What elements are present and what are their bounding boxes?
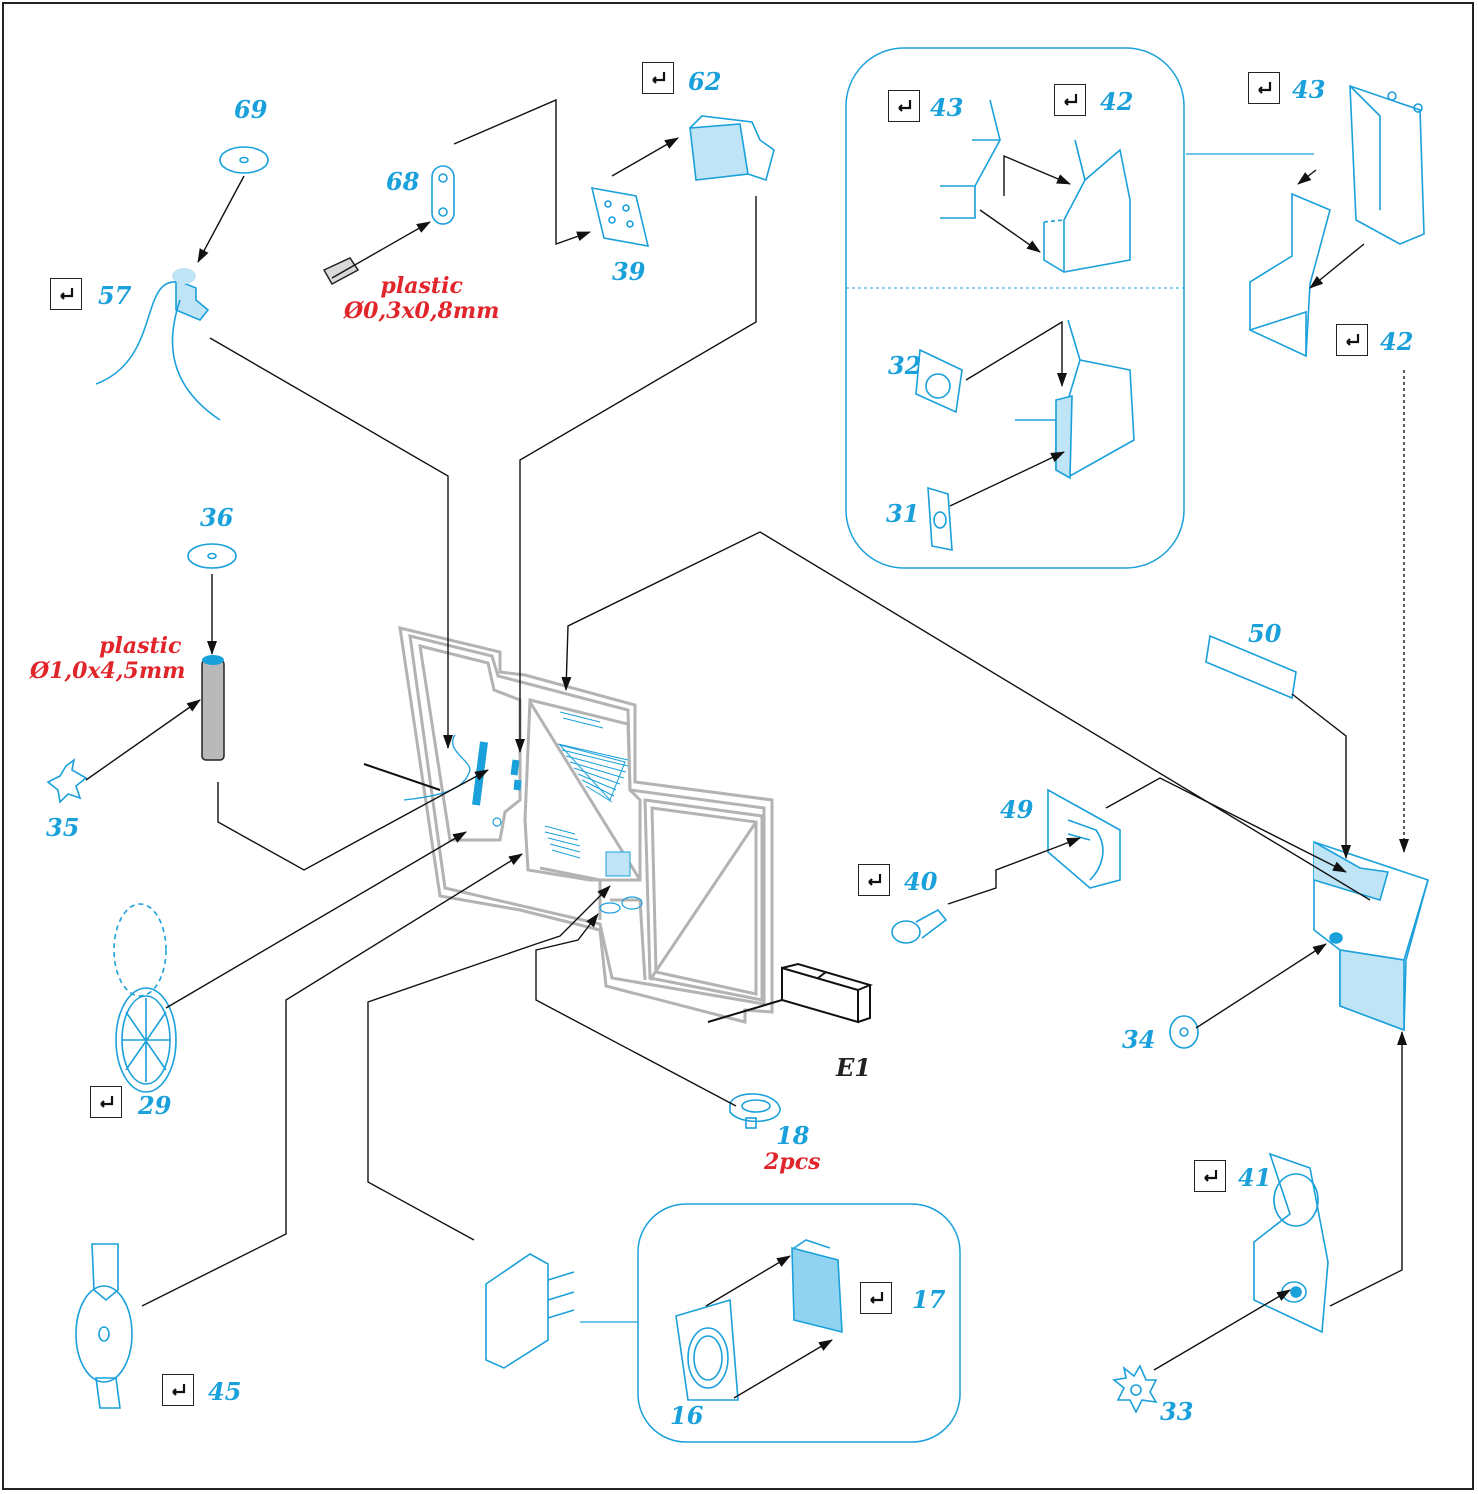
plastic-note-top-size: Ø0,3x0,8mm bbox=[344, 298, 500, 325]
bend-icon bbox=[90, 1086, 122, 1118]
part-label-18: 18 bbox=[776, 1121, 810, 1150]
part-label-69: 69 bbox=[234, 95, 268, 124]
plastic-note-left-material: plastic bbox=[99, 633, 182, 659]
part-label-49: 49 bbox=[1000, 795, 1034, 824]
part-label-43: 43 bbox=[1292, 75, 1326, 104]
part-label-62: 62 bbox=[688, 67, 722, 96]
part-shapes bbox=[46, 84, 1429, 1414]
frame-axis-line bbox=[363, 763, 441, 791]
part-label-33: 33 bbox=[1160, 1397, 1194, 1426]
part-label-16: 16 bbox=[670, 1401, 704, 1430]
part-label-e1: E1 bbox=[836, 1053, 871, 1082]
bend-icon bbox=[1336, 324, 1368, 356]
part-label-36: 36 bbox=[200, 503, 234, 532]
plastic-note-top: plastic Ø0,3x0,8mm bbox=[344, 273, 500, 325]
e1-axis-line bbox=[707, 999, 783, 1023]
bend-icon bbox=[50, 278, 82, 310]
bend-icon bbox=[1194, 1160, 1226, 1192]
part-label-29: 29 bbox=[138, 1091, 172, 1120]
bend-icon bbox=[858, 864, 890, 896]
bend-icon bbox=[1054, 84, 1086, 116]
plastic-note-left: plastic Ø1,0x4,5mm bbox=[30, 633, 186, 685]
plastic-note-top-material: plastic bbox=[380, 273, 463, 299]
part-label-41: 41 bbox=[1238, 1163, 1272, 1192]
part-label-50: 50 bbox=[1248, 619, 1282, 648]
plastic-note-left-size: Ø1,0x4,5mm bbox=[30, 658, 186, 685]
inset-panel-top bbox=[845, 47, 1185, 569]
part-label-57: 57 bbox=[98, 281, 132, 310]
part-label-42: 42 bbox=[1380, 327, 1414, 356]
part-label-68: 68 bbox=[386, 167, 420, 196]
frame-details bbox=[403, 711, 643, 914]
quantity-note-18: 2pcs bbox=[764, 1149, 821, 1175]
bend-icon bbox=[1248, 72, 1280, 104]
bend-icon bbox=[888, 90, 920, 122]
part-label-45: 45 bbox=[208, 1377, 242, 1406]
part-label-43-inset: 43 bbox=[930, 93, 964, 122]
part-label-31: 31 bbox=[886, 499, 920, 528]
block-e1 bbox=[781, 962, 873, 1024]
inset-panel-bottom bbox=[637, 1203, 961, 1443]
plastic-rods bbox=[201, 257, 360, 761]
part-label-40: 40 bbox=[904, 867, 938, 896]
part-label-34: 34 bbox=[1122, 1025, 1156, 1054]
leader-lines bbox=[85, 98, 1409, 1399]
bend-icon bbox=[860, 1282, 892, 1314]
bend-icon bbox=[162, 1374, 194, 1406]
part-label-35: 35 bbox=[46, 813, 80, 842]
door-frame bbox=[398, 626, 774, 1024]
part-label-32: 32 bbox=[888, 351, 922, 380]
part-label-39: 39 bbox=[612, 257, 646, 286]
part-label-42-inset: 42 bbox=[1100, 87, 1134, 116]
bend-icon bbox=[642, 62, 674, 94]
part-label-17: 17 bbox=[912, 1285, 946, 1314]
